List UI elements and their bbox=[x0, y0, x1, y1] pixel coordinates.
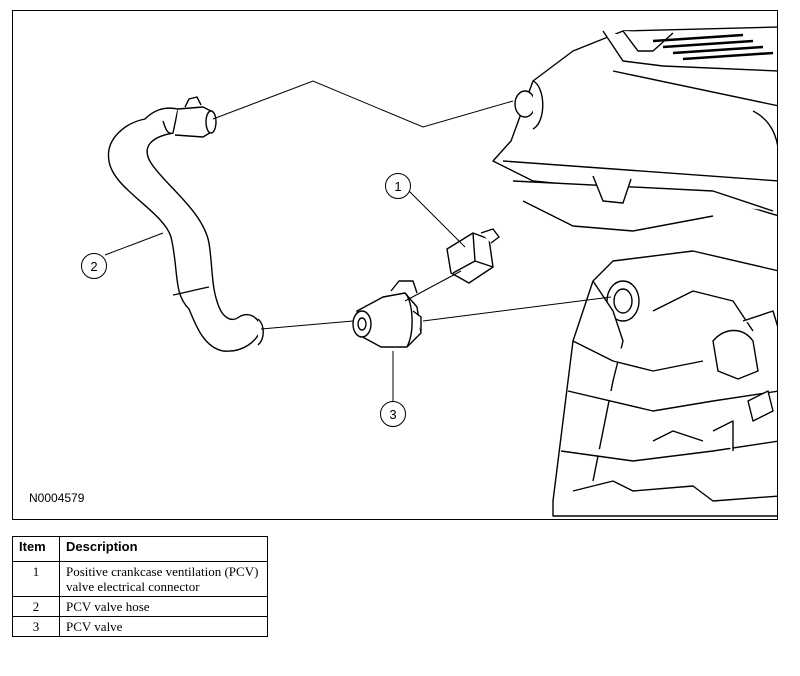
intake-manifold bbox=[492, 26, 777, 232]
description-header: Description bbox=[59, 536, 268, 562]
item-number: 1 bbox=[12, 561, 60, 597]
diagram-frame: 1 2 3 N0004579 bbox=[12, 10, 778, 520]
pcv-electrical-connector bbox=[446, 228, 500, 284]
engine-illustration bbox=[104, 26, 777, 517]
table-row: 3 PCV valve bbox=[12, 616, 268, 637]
table-row: 1 Positive crankcase ventilation (PCV) v… bbox=[12, 561, 268, 597]
pcv-hose bbox=[107, 96, 264, 352]
table-row: 2 PCV valve hose bbox=[12, 596, 268, 617]
legend-header-row: Item Description bbox=[12, 536, 268, 562]
callout-1: 1 bbox=[385, 173, 411, 199]
item-header: Item bbox=[12, 536, 60, 562]
item-description: PCV valve bbox=[59, 616, 268, 637]
item-number: 2 bbox=[12, 596, 60, 617]
item-description: PCV valve hose bbox=[59, 596, 268, 617]
leader-lines bbox=[104, 80, 612, 403]
legend-table: Item Description 1 Positive crankcase ve… bbox=[12, 536, 268, 637]
figure-id: N0004579 bbox=[29, 491, 85, 505]
callout-3: 3 bbox=[380, 401, 406, 427]
engine-block bbox=[552, 250, 777, 517]
item-description: Positive crankcase ventilation (PCV) val… bbox=[59, 561, 268, 597]
callout-2: 2 bbox=[81, 253, 107, 279]
item-number: 3 bbox=[12, 616, 60, 637]
pcv-valve bbox=[352, 280, 422, 348]
